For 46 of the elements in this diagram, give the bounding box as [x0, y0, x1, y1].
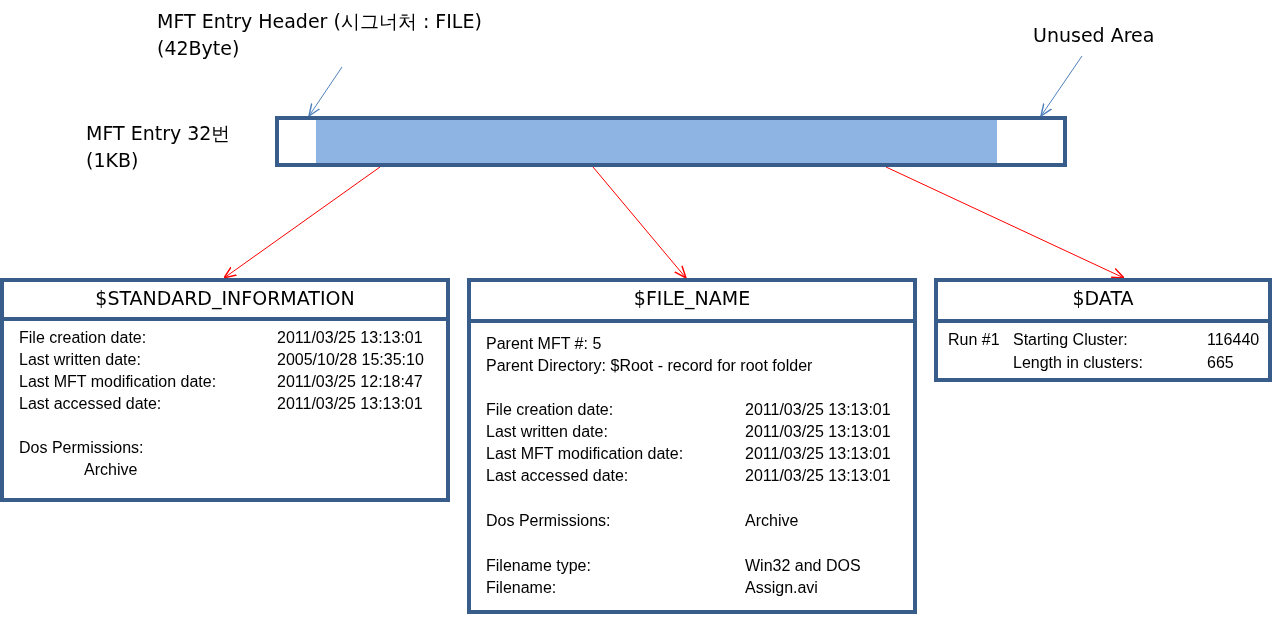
field-text: 2011/03/25 13:13:01 — [277, 328, 423, 348]
field-text: 665 — [1207, 353, 1234, 373]
field-text: Length in clusters: — [1013, 353, 1143, 373]
field-text: Last accessed date: — [486, 466, 629, 486]
field-text: Filename: — [486, 578, 557, 598]
field-text: 2005/10/28 15:35:10 — [277, 350, 424, 370]
field-text: File creation date: — [19, 328, 147, 348]
callout-text: MFT Entry Header (시그너처 : FILE) (42Byte) — [157, 8, 557, 62]
leader-arrow — [1040, 55, 1083, 117]
field-text: Dos Permissions: — [486, 511, 611, 531]
table-title: $FILE_NAME — [471, 282, 913, 323]
arrow — [592, 166, 687, 279]
field-text: Win32 and DOS — [745, 556, 861, 576]
field-text: Last written date: — [19, 350, 141, 370]
field-text: Archive — [84, 460, 138, 480]
leader-arrow — [308, 66, 343, 117]
field-text: 2011/03/25 12:18:47 — [277, 372, 423, 392]
table-title: $STANDARD_INFORMATION — [4, 282, 446, 321]
field-text: Last written date: — [486, 422, 608, 442]
field-text: Filename type: — [486, 556, 591, 576]
entry-label: MFT Entry 32번 (1KB) — [86, 121, 232, 173]
field-text: Last MFT modification date: — [486, 444, 684, 464]
field-text: Parent MFT #: 5 — [486, 334, 602, 354]
attribute-table — [0, 278, 450, 502]
table-title: $DATA — [938, 282, 1268, 323]
field-text: 2011/03/25 13:13:01 — [745, 422, 891, 442]
attribute-table — [934, 278, 1272, 382]
unused-field — [997, 116, 1067, 167]
field-text: File creation date: — [486, 400, 614, 420]
field-text: 2011/03/25 13:13:01 — [277, 394, 423, 414]
field-text: 2011/03/25 13:13:01 — [745, 466, 891, 486]
field-text: Last accessed date: — [19, 394, 162, 414]
arrow — [885, 166, 1125, 279]
field-text: Last MFT modification date: — [19, 372, 217, 392]
field-text: 116440 — [1207, 330, 1260, 350]
field-text: Run #1 — [948, 330, 1000, 350]
field-text: Archive — [745, 511, 799, 531]
field-text: Starting Cluster: — [1013, 330, 1128, 350]
callout-text: Unused Area — [1033, 22, 1155, 49]
field-text: 2011/03/25 13:13:01 — [745, 444, 891, 464]
field-text: 2011/03/25 13:13:01 — [745, 400, 891, 420]
field-text: Parent Directory: $Root - record for root folder — [486, 356, 813, 376]
field-text: Assign.avi — [745, 578, 818, 598]
arrow — [223, 166, 381, 279]
attribute-table — [467, 278, 917, 614]
field-text: Dos Permissions: — [19, 438, 144, 458]
